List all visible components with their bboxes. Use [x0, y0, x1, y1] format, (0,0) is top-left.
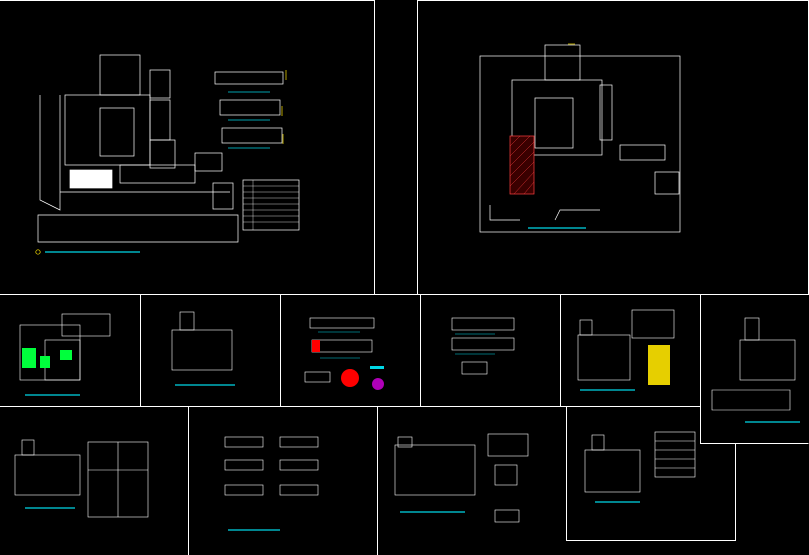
hatched-area	[509, 135, 535, 195]
sheet-sections	[451, 317, 515, 375]
frame-plan-b	[700, 294, 809, 444]
green-zone-1	[22, 348, 36, 368]
plan-outline	[739, 339, 796, 381]
plan-tower	[579, 319, 593, 336]
plan-outline	[394, 444, 476, 496]
section-1	[451, 317, 515, 331]
sheet-site-plan-1	[35, 54, 300, 255]
section-small-3	[221, 127, 283, 144]
plan-tower	[591, 434, 605, 451]
legend-box-1	[487, 433, 529, 457]
plan-outline	[584, 449, 641, 493]
color-wheel-magenta	[372, 378, 384, 390]
section-small-2	[219, 99, 281, 116]
east-annex	[194, 152, 223, 172]
courtyard	[534, 97, 574, 149]
plan-tower	[397, 436, 413, 448]
schedule-table	[654, 431, 696, 478]
schedule-table-rows	[243, 180, 299, 230]
frame-plan-schedule	[566, 406, 736, 541]
south-annex	[119, 164, 196, 184]
sheet-elevations	[304, 317, 384, 390]
driveway	[489, 205, 600, 221]
detail-1	[224, 436, 264, 448]
elevation-1	[309, 317, 375, 329]
sheet-site-plan-2	[479, 43, 681, 233]
cyan-block	[370, 366, 384, 369]
title-marker-icon	[35, 249, 41, 255]
elevation-3	[304, 371, 331, 383]
sheet-plan-table	[577, 309, 675, 391]
plan-tower	[179, 311, 195, 331]
sheet-plan-a	[171, 311, 235, 386]
plan-tower	[21, 439, 35, 456]
plan-outline	[171, 329, 233, 371]
plan-outline	[14, 454, 81, 496]
room-block-east-1	[149, 69, 171, 99]
site-boundary-bottom	[37, 214, 239, 243]
elevation-red-accent	[312, 340, 320, 352]
detail-2	[279, 436, 319, 448]
site-base	[711, 389, 791, 411]
section-3	[461, 361, 488, 375]
site-boundary-left	[39, 95, 61, 211]
sheet-plan-legend	[394, 433, 529, 523]
plan-outline	[577, 334, 631, 381]
building-north-wing	[99, 54, 141, 96]
room-block-east-3	[149, 139, 176, 169]
room-table	[61, 313, 111, 337]
green-zone-3	[60, 350, 72, 360]
sheet-plan-colored	[19, 313, 111, 396]
green-zone-2	[40, 356, 50, 368]
hatch-lines	[509, 135, 535, 195]
legend-yellow	[648, 345, 670, 385]
detail-6	[279, 484, 319, 496]
legend-box-2	[494, 464, 518, 486]
detail-3	[224, 459, 264, 471]
plan-tower	[744, 317, 760, 341]
room-table	[631, 309, 675, 339]
sheet-plan-details	[14, 439, 149, 518]
section-small-1	[214, 71, 284, 85]
east-annex-2	[654, 171, 680, 195]
building-north-wing	[544, 44, 581, 81]
service-block	[212, 182, 234, 210]
sheet-plan-schedule	[584, 431, 696, 503]
section-2	[451, 337, 515, 351]
detail-4	[279, 459, 319, 471]
sheet-plan-b	[711, 317, 800, 423]
plaza-white	[69, 169, 113, 189]
courtyard	[99, 107, 135, 157]
color-wheel-red	[341, 369, 359, 387]
legend-box-3	[494, 509, 520, 523]
east-annex-1	[619, 144, 666, 161]
sheet-details	[224, 436, 319, 531]
detail-5	[224, 484, 264, 496]
schedule-table	[242, 179, 300, 231]
room-block-east	[599, 84, 613, 141]
